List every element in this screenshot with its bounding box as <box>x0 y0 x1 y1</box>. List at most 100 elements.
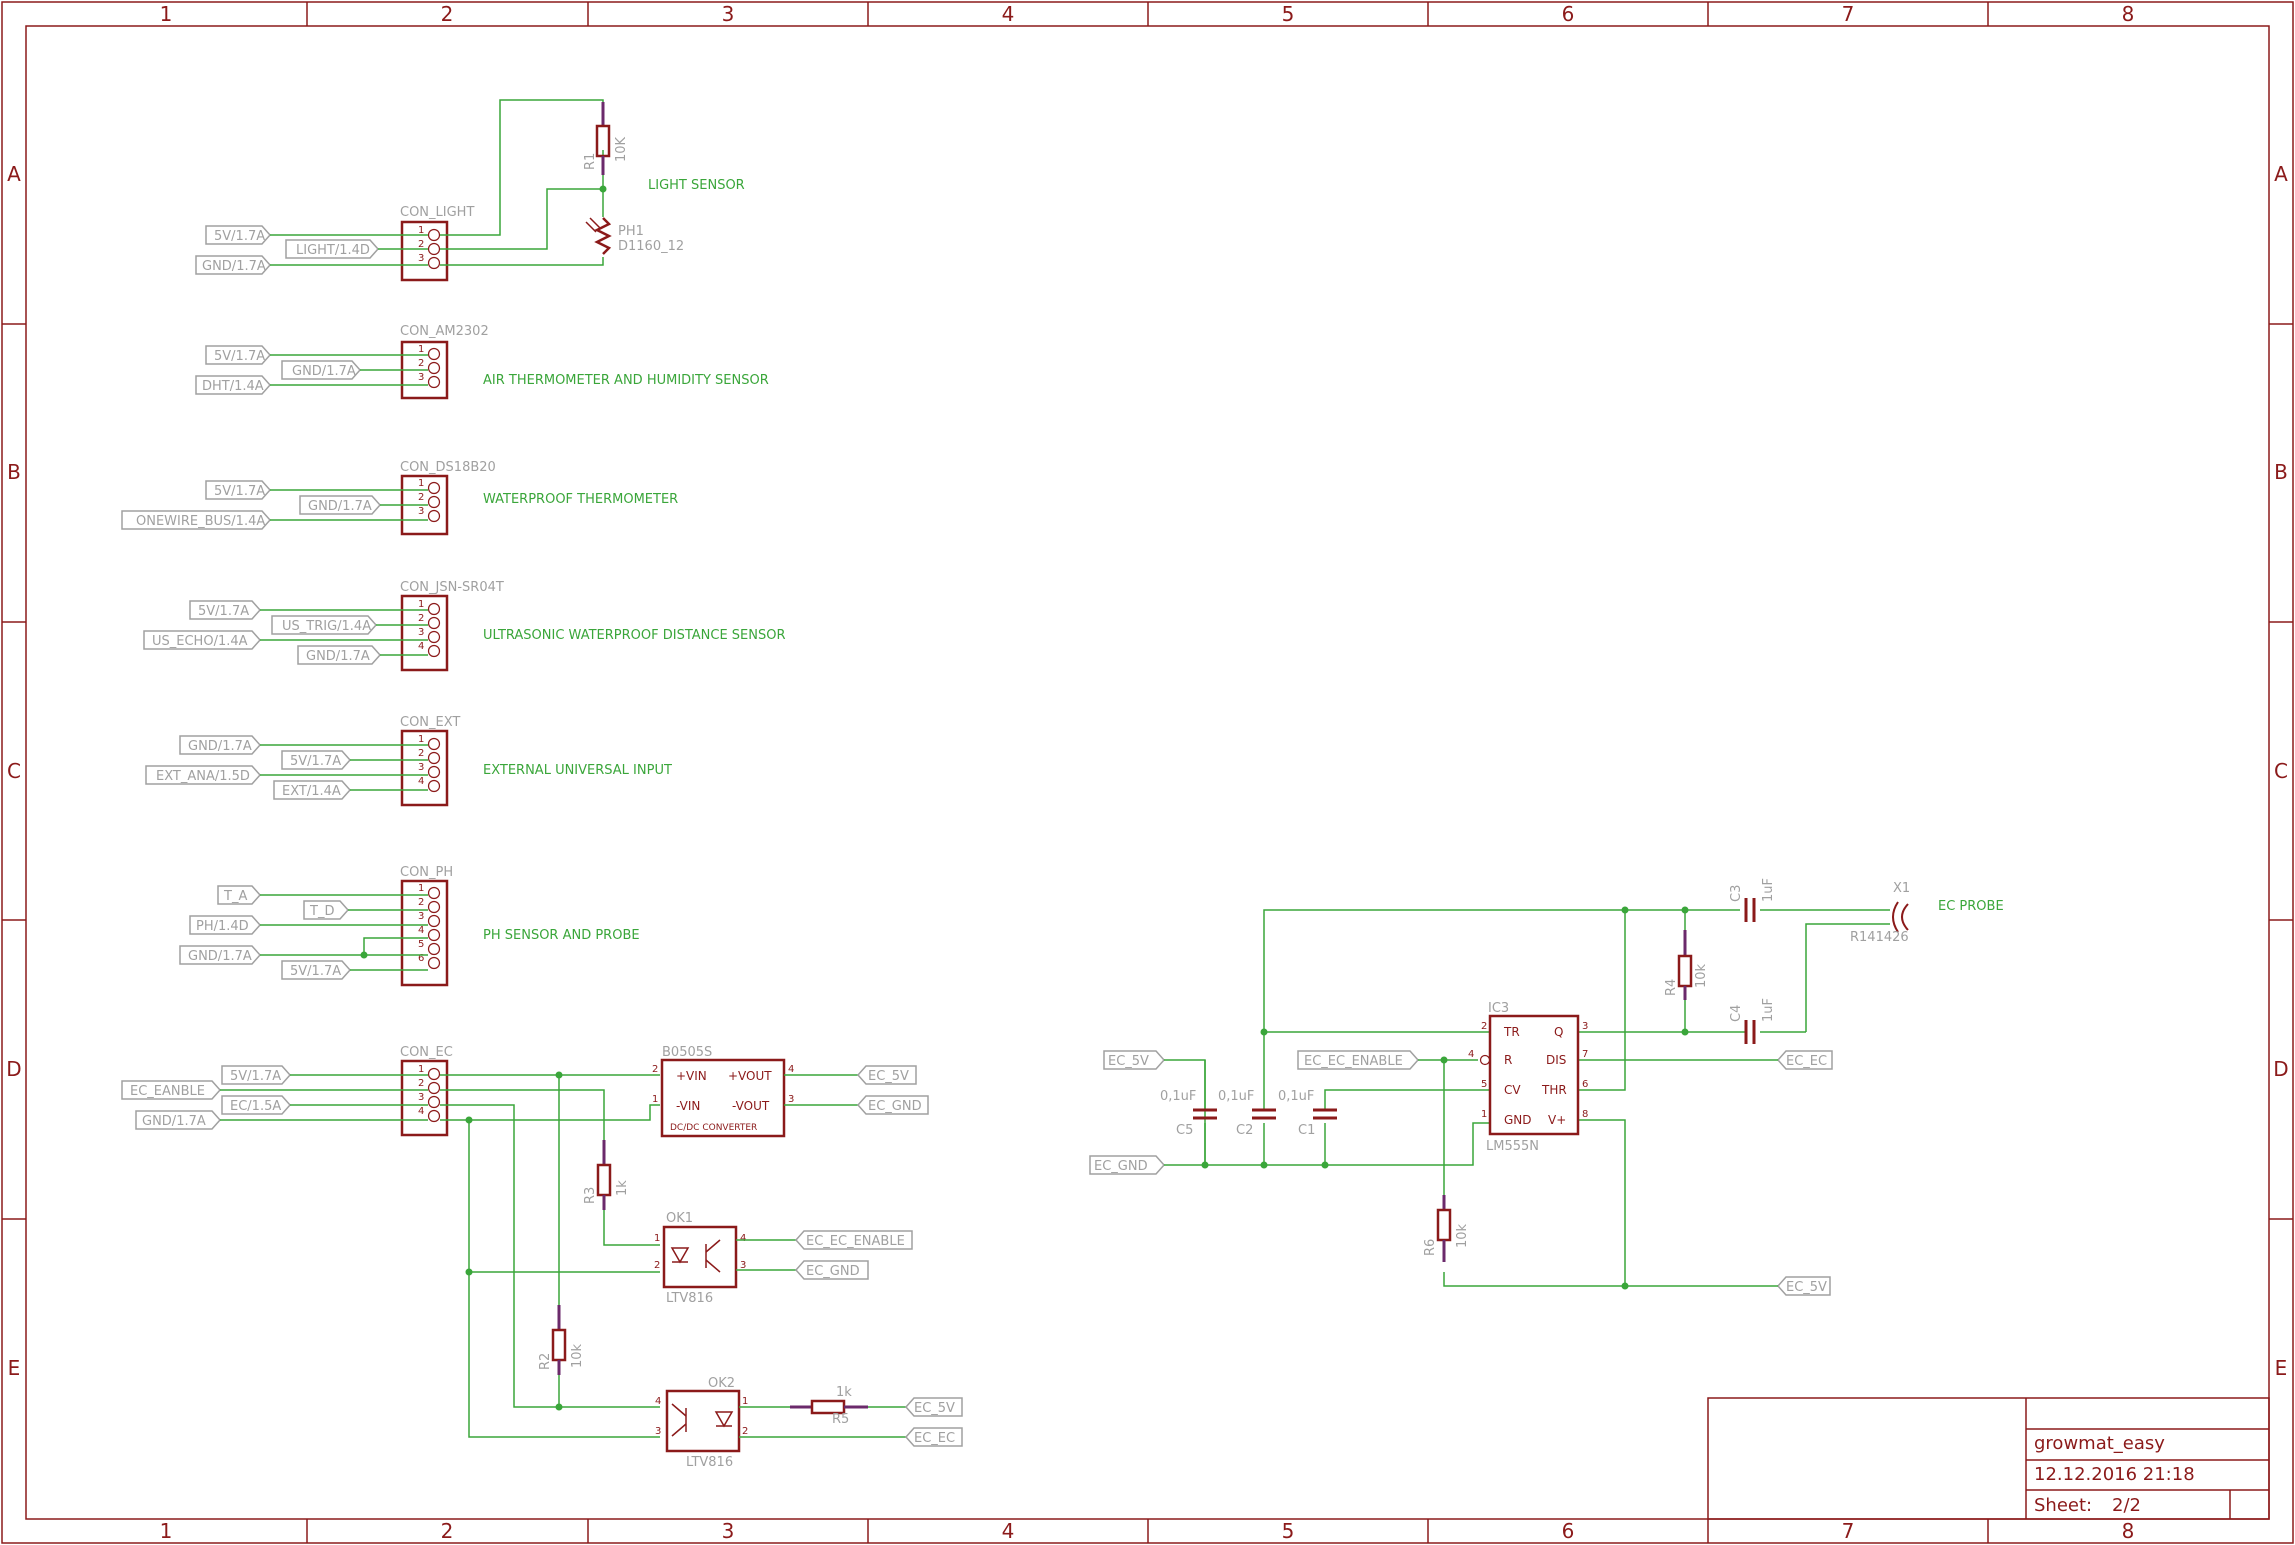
ok2-ref: OK2 <box>708 1376 735 1391</box>
row-label: D <box>6 1057 21 1081</box>
col-label: 4 <box>1002 2 1015 26</box>
pin-number: 1 <box>418 225 424 236</box>
sheet-number: 2/2 <box>2112 1495 2141 1516</box>
caption-light: LIGHT SENSOR <box>648 178 745 193</box>
pin-number: 8 <box>1582 1109 1588 1120</box>
c5-value: 0,1uF <box>1160 1089 1196 1104</box>
ic3-ref: IC3 <box>1488 1001 1509 1016</box>
col-label: 8 <box>2122 2 2135 26</box>
net-label: EC_EC_ENABLE <box>806 1234 905 1249</box>
pin-number: 2 <box>418 239 424 250</box>
net-label: 5V/1.7A <box>290 964 341 979</box>
r4-ref: R4 <box>1664 979 1679 996</box>
net-label: EXT_ANA/1.5D <box>156 769 250 784</box>
capacitor-c3: C3 1uF <box>1729 878 1776 922</box>
pin-number: 2 <box>1481 1021 1487 1032</box>
pin-number: 1 <box>418 1064 424 1075</box>
c1-ref: C1 <box>1298 1123 1315 1138</box>
caption-ext: EXTERNAL UNIVERSAL INPUT <box>483 763 672 778</box>
pin-number: 3 <box>418 911 424 922</box>
pin-number: 1 <box>654 1233 660 1244</box>
r2-value: 10k <box>570 1343 585 1368</box>
pin-name: +VIN <box>676 1069 707 1083</box>
x1-value: R141426 <box>1850 930 1909 945</box>
con-ds18b20-group: CON_DS18B20 1 2 3 5V/1.7A GND/1.7A ONEWI… <box>121 460 678 536</box>
net-label: GND/1.7A <box>188 739 252 754</box>
net-label: EC_5V <box>914 1401 955 1416</box>
col-label: 5 <box>1282 1519 1295 1543</box>
net-label: EC_EANBLE <box>130 1084 205 1099</box>
r2-ref: R2 <box>538 1353 553 1370</box>
net-label: 5V/1.7A <box>214 349 265 364</box>
net-label: EC_GND <box>806 1264 860 1279</box>
ok2-value: LTV816 <box>686 1455 733 1470</box>
caption-ph: PH SENSOR AND PROBE <box>483 928 640 943</box>
con-jsn-group: CON_JSN-SR04T 1 2 3 4 5V/1.7A US_TRIG/1.… <box>143 580 786 672</box>
net-label: GND/1.7A <box>188 949 252 964</box>
dcdc-converter: B0505S +VIN -VIN +VOUT -VOUT DC/DC CONVE… <box>652 1045 929 1138</box>
col-label: 1 <box>160 1519 173 1543</box>
pin-name: DIS <box>1546 1053 1566 1067</box>
capacitor-c4: C4 1uF <box>1729 998 1776 1044</box>
row-label: A <box>7 162 21 186</box>
r3-ref: R3 <box>583 1187 598 1204</box>
row-label: D <box>2273 1057 2288 1081</box>
photoresistor-ph1 <box>594 217 612 255</box>
connector-name: CON_EC <box>400 1045 453 1060</box>
r5-ref: R5 <box>832 1412 849 1427</box>
row-label: C <box>7 759 21 783</box>
con-am2302-group: CON_AM2302 1 2 3 5V/1.7A GND/1.7A DHT/1.… <box>195 324 769 400</box>
pin-number: 1 <box>742 1396 748 1407</box>
row-label: B <box>2274 460 2288 484</box>
pin-number: 1 <box>418 344 424 355</box>
ic3-value: LM555N <box>1486 1139 1539 1154</box>
row-label: E <box>2275 1356 2288 1380</box>
pin-number: 1 <box>418 599 424 610</box>
pin-name: CV <box>1504 1083 1521 1097</box>
ph1-ref: PH1 <box>618 224 644 239</box>
con-light-group: CON_LIGHT 1 2 3 5V/1.7A LIGHT/1.4D GND/1… <box>195 99 745 282</box>
sheet-label: Sheet: <box>2034 1495 2092 1516</box>
r6-ref: R6 <box>1423 1239 1438 1256</box>
col-label: 7 <box>1842 1519 1855 1543</box>
pin-number: 3 <box>418 372 424 383</box>
ec-probe-x1: X1 R141426 EC PROBE <box>1850 881 2004 945</box>
connector-name: CON_LIGHT <box>400 205 474 220</box>
resistor-r6: R6 10k <box>1423 1195 1470 1262</box>
con-ext-group: CON_EXT 1 2 3 4 GND/1.7A 5V/1.7A EXT_ANA… <box>145 715 672 807</box>
pin-number: 2 <box>418 897 424 908</box>
net-label: T_A <box>223 889 247 904</box>
pin-number: 2 <box>418 1078 424 1089</box>
pin-number: 5 <box>418 939 424 950</box>
pin-number: 6 <box>418 953 424 964</box>
net-label: 5V/1.7A <box>214 229 265 244</box>
pin-number: 4 <box>418 925 424 936</box>
net-label: EC_EC <box>914 1431 955 1446</box>
connector-body <box>400 220 449 282</box>
pin-name: V+ <box>1548 1113 1566 1127</box>
pin-number: 4 <box>788 1064 794 1075</box>
caption-ds18b20: WATERPROOF THERMOMETER <box>483 492 678 507</box>
connector-name: CON_DS18B20 <box>400 460 496 475</box>
pin-number: 3 <box>418 1092 424 1103</box>
pin-number: 1 <box>418 478 424 489</box>
pin-number: 1 <box>652 1094 658 1105</box>
resistor-r3: R3 1k <box>583 1140 630 1210</box>
pin-number: 4 <box>740 1233 746 1244</box>
r1-value: 10K <box>614 136 629 162</box>
pin-number: 3 <box>418 762 424 773</box>
c2-value: 0,1uF <box>1218 1089 1254 1104</box>
pin-number: 1 <box>418 883 424 894</box>
connector-body <box>400 729 449 807</box>
converter-caption: DC/DC CONVERTER <box>670 1123 757 1133</box>
net-label: 5V/1.7A <box>230 1069 281 1084</box>
pin-number: 3 <box>788 1094 794 1105</box>
net-label: DHT/1.4A <box>202 379 264 394</box>
net-label: 5V/1.7A <box>214 484 265 499</box>
col-label: 8 <box>2122 1519 2135 1543</box>
title-block: growmat_easy 12.12.2016 21:18 Sheet: 2/2 <box>1707 1397 2270 1520</box>
net-label: EC_GND <box>1094 1159 1148 1174</box>
pin-number: 3 <box>1582 1021 1588 1032</box>
pin-number: 3 <box>418 253 424 264</box>
